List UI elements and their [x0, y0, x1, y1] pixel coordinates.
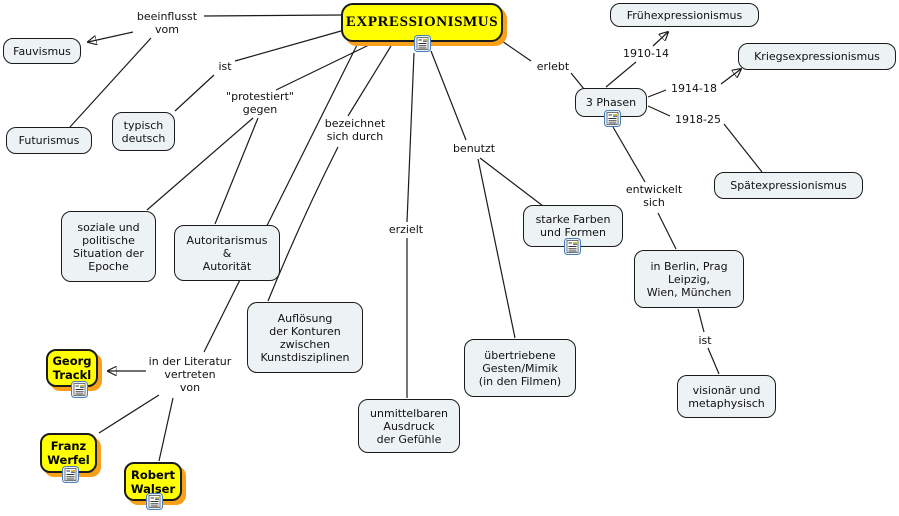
concept-georg-trackl[interactable]: Georg Trackl: [46, 349, 98, 387]
link-label-benutzt[interactable]: benutzt: [452, 142, 496, 155]
link-label-bezeichnet-sich-durch[interactable]: bezeichnet sich durch: [324, 117, 386, 143]
link-label-protestiert-gegen[interactable]: "protestiert" gegen: [226, 90, 294, 116]
concept-aufloesung-konturen[interactable]: Auflösung der Konturen zwischen Kunstdis…: [247, 302, 363, 373]
link-label-entwickelt-sich[interactable]: entwickelt sich: [625, 183, 683, 209]
concept-spaetexpressionismus[interactable]: Spätexpressionismus: [714, 172, 863, 199]
document-resource-icon[interactable]: [146, 493, 163, 510]
concept-fruehexpressionismus[interactable]: Frühexpressionismus: [610, 3, 759, 27]
link-label-literatur-vertreten[interactable]: in der Literatur vertreten von: [148, 355, 232, 394]
concept-fauvismus[interactable]: Fauvismus: [3, 38, 81, 64]
document-resource-icon[interactable]: [564, 238, 581, 255]
document-resource-icon[interactable]: [62, 466, 79, 483]
link-label-1914-18[interactable]: 1914-18: [671, 82, 717, 95]
concept-kriegsexpressionismus[interactable]: Kriegsexpressionismus: [738, 43, 896, 70]
concept-staedte[interactable]: in Berlin, Prag Leipzig, Wien, München: [634, 250, 744, 308]
link-label-1918-25[interactable]: 1918-25: [675, 113, 721, 126]
document-resource-icon[interactable]: [71, 381, 88, 398]
link-label-erlebt[interactable]: erlebt: [536, 60, 570, 73]
link-label-erzielt[interactable]: erzielt: [388, 223, 424, 236]
concept-visionaer[interactable]: visionär und metaphysisch: [677, 375, 776, 418]
link-label-ist-rechts[interactable]: ist: [698, 334, 712, 347]
concept-futurismus[interactable]: Futurismus: [6, 127, 92, 154]
concept-uebertriebene-gesten[interactable]: übertriebene Gesten/Mimik (in den Filmen…: [464, 339, 576, 397]
concept-unmittelbarer-ausdruck[interactable]: unmittelbaren Ausdruck der Gefühle: [358, 399, 460, 453]
concept-typisch-deutsch[interactable]: typisch deutsch: [112, 112, 175, 151]
concept-soziale-situation[interactable]: soziale und politische Situation der Epo…: [61, 211, 156, 282]
document-resource-icon[interactable]: [414, 35, 431, 52]
concept-autoritarismus[interactable]: Autoritarismus & Autorität: [174, 225, 280, 281]
link-label-1910-14[interactable]: 1910-14: [623, 47, 669, 60]
link-label-ist-links[interactable]: ist: [218, 60, 232, 73]
concept-drei-phasen[interactable]: 3 Phasen: [575, 88, 647, 117]
document-resource-icon[interactable]: [604, 110, 621, 127]
link-label-beeinflusst-vom[interactable]: beeinflusst vom: [136, 10, 198, 36]
